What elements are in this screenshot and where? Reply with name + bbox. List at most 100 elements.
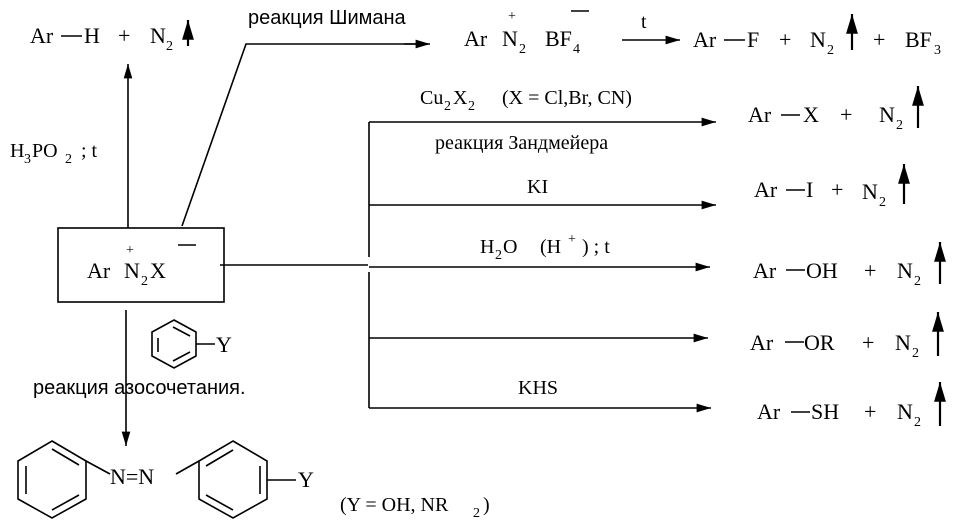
schiemann-positive-charge: + — [508, 9, 516, 24]
product-bf3-subscript: 3 — [934, 43, 941, 58]
product-i: I — [806, 177, 813, 202]
h3po2-h-subscript: 3 — [24, 152, 31, 167]
plus-sign: + — [873, 27, 885, 52]
product-n: N — [897, 399, 913, 424]
schiemann-heat-label: t — [641, 11, 647, 33]
product-n-subscript: 2 — [914, 274, 921, 289]
product-n: N — [897, 258, 913, 283]
cu-label: Cu — [420, 87, 443, 109]
condition-subscript: 2 — [473, 506, 480, 521]
diazonium-x: X — [150, 258, 166, 283]
azo-product: N=N Y — [17, 440, 314, 519]
double-bond — [205, 449, 234, 467]
double-bond — [51, 448, 80, 466]
product-n-subscript: 2 — [912, 346, 919, 361]
product-n-subscript: 2 — [914, 415, 921, 430]
schiemann-route-line — [181, 43, 428, 227]
plus-sign: + — [831, 177, 843, 202]
benzene-ring-right — [198, 440, 268, 519]
condition-end: ) — [483, 494, 490, 516]
schiemann-n-subscript: 2 — [519, 42, 526, 57]
product-f: F — [747, 27, 759, 52]
hydrolysis-reagent: H 2 O (H + ) ; t — [480, 232, 610, 263]
diazonium-ar: Ar — [87, 258, 111, 283]
diazonium-n: N — [124, 258, 140, 283]
condition-start: (Y = OH, NR — [340, 494, 449, 516]
product-n-subscript: 2 — [896, 118, 903, 133]
x-subscript: 2 — [468, 99, 475, 114]
nitrogen-label: N — [150, 23, 166, 48]
h3po2-po-subscript: 2 — [65, 152, 72, 167]
product-x: X — [803, 102, 819, 127]
bond — [85, 460, 111, 475]
substituent-y: Y — [298, 467, 314, 492]
azo-condition: (Y = OH, NR 2 ) — [340, 494, 490, 521]
schiemann-product: Ar F + N 2 + BF 3 — [693, 13, 941, 58]
product-sh: SH — [811, 399, 839, 424]
product-or: OR — [804, 330, 835, 355]
product-n-subscript: 2 — [879, 195, 886, 210]
schiemann-n: N — [502, 26, 518, 51]
h3po2-h: H — [10, 140, 24, 162]
azo-coupling-label: реакция азосочетания. — [33, 377, 246, 399]
double-bond — [51, 494, 80, 511]
acid-open: (H — [540, 236, 561, 258]
product-n: N — [879, 102, 895, 127]
azo-group: N=N — [110, 464, 154, 489]
double-bond — [172, 326, 191, 337]
diazonium-n-subscript: 2 — [141, 274, 148, 289]
hydrodediazoniation-product: Ar H + N 2 — [30, 19, 194, 54]
plus-sign: + — [864, 399, 876, 424]
product-ar: Ar — [693, 27, 717, 52]
double-bond — [172, 351, 191, 362]
plus-sign: + — [779, 27, 791, 52]
phenol-reagent: Y — [151, 319, 232, 369]
acid-close: ) ; t — [582, 236, 610, 258]
schiemann-bf: BF — [545, 26, 572, 51]
positive-charge: + — [126, 243, 134, 258]
product-n: N — [895, 330, 911, 355]
sandmeyer-condition: (X = Cl,Br, CN) — [502, 87, 632, 109]
schiemann-label: реакция Шимана — [248, 7, 407, 29]
product-ar: Ar — [757, 399, 781, 424]
ar-label: Ar — [30, 23, 54, 48]
water-o: O — [503, 236, 517, 258]
water-h: H — [480, 236, 494, 258]
benzene-ring — [151, 319, 197, 369]
ki-reagent: KI — [527, 176, 548, 198]
h3po2-reagent: H 3 PO 2 ; t — [10, 140, 98, 167]
diazonium-box — [57, 227, 225, 303]
h-label: H — [84, 23, 100, 48]
product-ar: Ar — [748, 102, 772, 127]
sandmeyer-reagent: Cu 2 X 2 (X = Cl,Br, CN) — [420, 87, 632, 114]
substituent-y: Y — [216, 332, 232, 357]
schiemann-bf-subscript: 4 — [573, 42, 580, 57]
water-h-subscript: 2 — [495, 248, 502, 263]
benzene-ring-left — [17, 440, 87, 519]
plus-sign: + — [840, 102, 852, 127]
nitrogen-subscript: 2 — [166, 39, 173, 54]
x-label: X — [453, 87, 468, 109]
product-ar: Ar — [750, 330, 774, 355]
product-ar: Ar — [753, 258, 777, 283]
double-bond — [205, 494, 234, 511]
thiol-product: Ar SH + N 2 — [757, 382, 946, 430]
hydrolysis-product: Ar OH + N 2 — [753, 242, 946, 289]
plus-sign: + — [118, 23, 130, 48]
khs-reagent: KHS — [518, 377, 558, 399]
iodination-product: Ar I + N 2 — [754, 164, 910, 210]
product-n: N — [810, 27, 826, 52]
product-oh: OH — [806, 258, 838, 283]
schiemann-ar: Ar — [464, 26, 488, 51]
sandmeyer-label: реакция Зандмейера — [435, 132, 608, 154]
sandmeyer-product: Ar X + N 2 — [748, 86, 924, 133]
h3po2-conditions: ; t — [81, 140, 98, 162]
product-ar: Ar — [754, 177, 778, 202]
cu-subscript: 2 — [444, 99, 451, 114]
diazonium-salt: Ar + N 2 X — [57, 227, 225, 303]
product-bf3: BF — [905, 27, 932, 52]
ether-product: Ar OR + N 2 — [750, 312, 944, 361]
plus-sign: + — [864, 258, 876, 283]
schiemann-intermediate: Ar + N 2 BF 4 — [464, 9, 589, 57]
